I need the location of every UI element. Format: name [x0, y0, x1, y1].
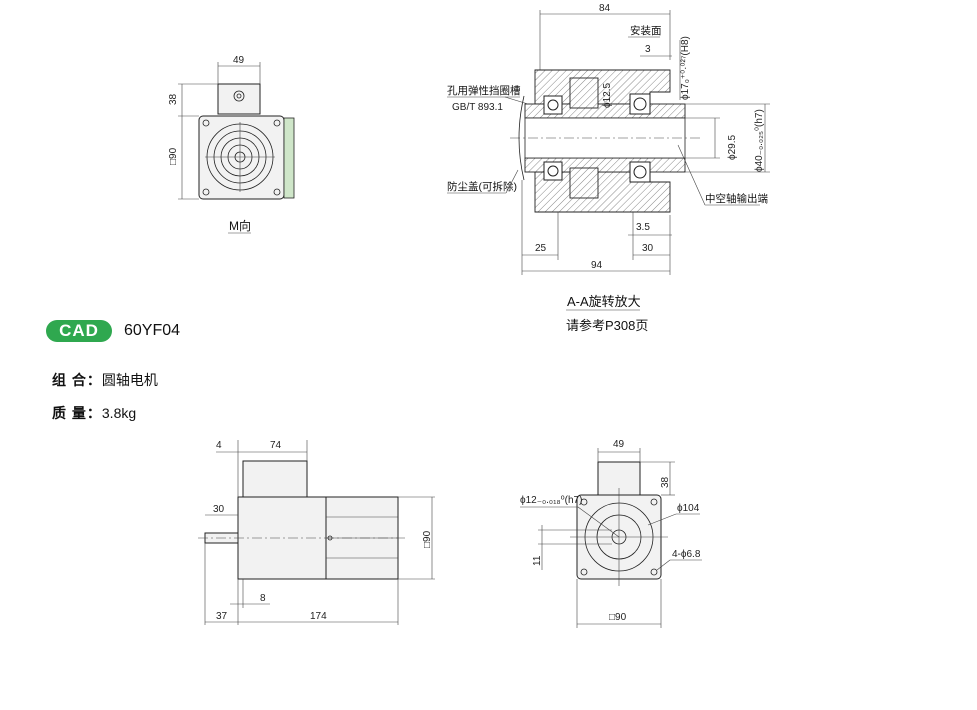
front-view: 49 38 ϕ12₋₀.₀₁₈⁰(h7) ϕ104 4-ϕ6.8 11 □90: [520, 439, 702, 628]
side-dim-30: 30: [213, 504, 225, 515]
m-view-caption: M向: [229, 218, 251, 233]
front-dim-49: 49: [613, 439, 625, 450]
dim-square-label: □90: [168, 147, 179, 165]
combination-label: 组 合：: [52, 372, 102, 388]
dim-30-label: 30: [642, 243, 654, 254]
cad-badge[interactable]: CAD: [46, 320, 112, 342]
mass-label: 质 量：: [52, 405, 102, 421]
front-dim-shaft: ϕ12₋₀.₀₁₈⁰(h7): [520, 495, 582, 506]
dust-cover-label: 防尘盖(可拆除): [447, 180, 517, 193]
green-side-plate: [283, 117, 295, 199]
section-aa-view: 84 安装面 3 孔用弹性挡圈槽 GB/T 8: [447, 3, 770, 333]
front-dim-38: 38: [660, 476, 671, 488]
dim-bore40-label: ϕ40₋₀.₀₂₅⁰(h7): [754, 109, 765, 172]
model-number: 60YF04: [124, 322, 181, 339]
side-terminal-box: [242, 460, 308, 498]
side-dim-74: 74: [270, 440, 282, 451]
side-view: 4 74 30 □90 8 37 174: [198, 440, 435, 625]
bearing-left: [543, 95, 563, 181]
dim-bore125-label: ϕ12.5: [602, 82, 613, 108]
front-dim-holes: 4-ϕ6.8: [672, 549, 701, 560]
snap-ring-standard: GB/T 893.1: [452, 102, 503, 113]
section-caption-ref: 请参考P308页: [566, 318, 648, 333]
dust-cover: [518, 95, 525, 181]
section-caption: A-A旋转放大: [567, 294, 641, 309]
dim-bore295-label: ϕ29.5: [727, 134, 738, 160]
dim-38-label: 38: [168, 93, 179, 105]
dim-3.5-label: 3.5: [636, 222, 650, 233]
dim-94-label: 94: [591, 260, 603, 271]
dim-3-label: 3: [645, 44, 651, 55]
hollow-shaft-label: 中空轴输出端: [705, 192, 768, 205]
mass-row: 质 量：3.8kg: [52, 403, 136, 423]
m-direction-view: 49 38 □90 M向: [168, 55, 295, 234]
front-dim-11: 11: [532, 555, 543, 566]
mass-value: 3.8kg: [101, 405, 137, 421]
combination-row: 组 合：圆轴电机: [52, 370, 158, 390]
bearing-right: [629, 93, 651, 183]
dim-25-label: 25: [535, 243, 547, 254]
mount-face-label: 安装面: [630, 24, 662, 37]
motor-square-body: [198, 115, 285, 200]
side-dim-square: □90: [422, 530, 433, 548]
dim-49-label: 49: [233, 55, 245, 66]
combination-value: 圆轴电机: [101, 372, 158, 388]
side-dim-174: 174: [310, 611, 327, 622]
side-dim-4: 4: [216, 440, 222, 451]
dim-bore17-label: ϕ17₀⁺⁰·⁰²⁷(H8): [680, 36, 691, 100]
front-dim-square: □90: [609, 612, 627, 623]
terminal-box: [217, 83, 261, 115]
side-dim-37: 37: [216, 611, 228, 622]
front-dim-pcd: ϕ104: [677, 503, 700, 514]
dim-84-label: 84: [599, 3, 611, 14]
side-dim-8: 8: [260, 593, 266, 604]
snap-ring-label: 孔用弹性挡圈槽: [447, 84, 521, 97]
